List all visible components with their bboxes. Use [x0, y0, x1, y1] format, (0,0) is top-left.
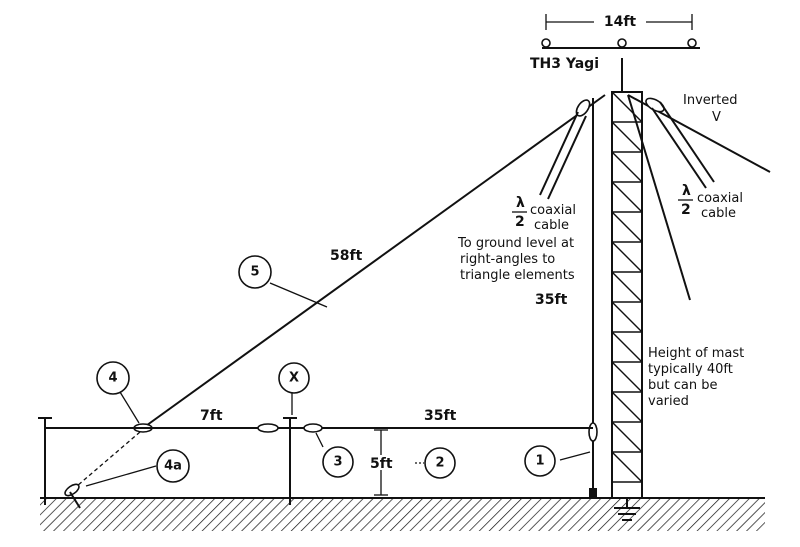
inverted-v-label-1: Inverted [683, 93, 737, 108]
coax-right-word1: coaxial [697, 191, 743, 206]
coax-right-lambda: λ [682, 183, 691, 199]
inverted-v-wires [627, 94, 771, 301]
mast-note-2: typically 40ft [648, 362, 733, 377]
callout-leaders [85, 282, 591, 487]
coax-left-lambda: λ [516, 195, 525, 211]
coax-left-word1: coaxial [530, 203, 576, 218]
post-x [283, 417, 297, 505]
callout-4: 4 [96, 361, 130, 395]
coax-left-two: 2 [515, 214, 525, 230]
mast-note-4: varied [648, 394, 689, 409]
callout-3: 3 [322, 446, 354, 478]
ground [40, 497, 765, 531]
insulator-mid [257, 423, 279, 433]
insulator-1 [588, 422, 598, 442]
ground-note-2: right-angles to [460, 252, 555, 267]
svg-text:4a: 4a [164, 459, 182, 474]
callout-5: 5 [238, 255, 272, 289]
yagi-antenna [541, 14, 700, 92]
coax-right [651, 101, 715, 189]
callout-4a: 4a [156, 449, 190, 483]
coax-right-two: 2 [681, 202, 691, 218]
svg-text:5: 5 [250, 265, 259, 280]
yagi-label: TH3 Yagi [530, 56, 599, 72]
guy-4a-dashed [69, 431, 141, 493]
callout-2: 2 [424, 447, 456, 479]
mast-note-3: but can be [648, 378, 717, 393]
boom-length-label: 14ft [604, 14, 637, 30]
mast-note-1: Height of mast [648, 346, 744, 361]
svg-text:X: X [289, 371, 299, 386]
svg-text:1: 1 [535, 454, 544, 469]
sloper-wire [142, 94, 606, 429]
post-height-dimension [374, 429, 424, 496]
callout-x: X [278, 362, 310, 394]
inverted-v-label-2: V [712, 110, 721, 125]
insulator-top-left [575, 99, 591, 117]
gap-length-label: 7ft [200, 408, 223, 424]
svg-text:4: 4 [108, 371, 117, 386]
post-left [38, 417, 52, 505]
sloper-length-label: 58ft [330, 248, 363, 264]
ground-note-3: triangle elements [460, 268, 575, 283]
mast [611, 91, 643, 521]
drop-length-label: 35ft [535, 292, 568, 308]
post-height-label: 5ft [370, 456, 393, 472]
ground-note-1: To ground level at [457, 236, 574, 251]
svg-text:2: 2 [435, 456, 444, 471]
coax-right-word2: cable [701, 206, 736, 221]
coax-left [539, 111, 587, 200]
horizontal-length-label: 35ft [424, 408, 457, 424]
svg-text:3: 3 [333, 455, 342, 470]
coax-left-word2: cable [534, 218, 569, 233]
callout-1: 1 [524, 445, 556, 477]
insulator-3 [303, 423, 323, 433]
